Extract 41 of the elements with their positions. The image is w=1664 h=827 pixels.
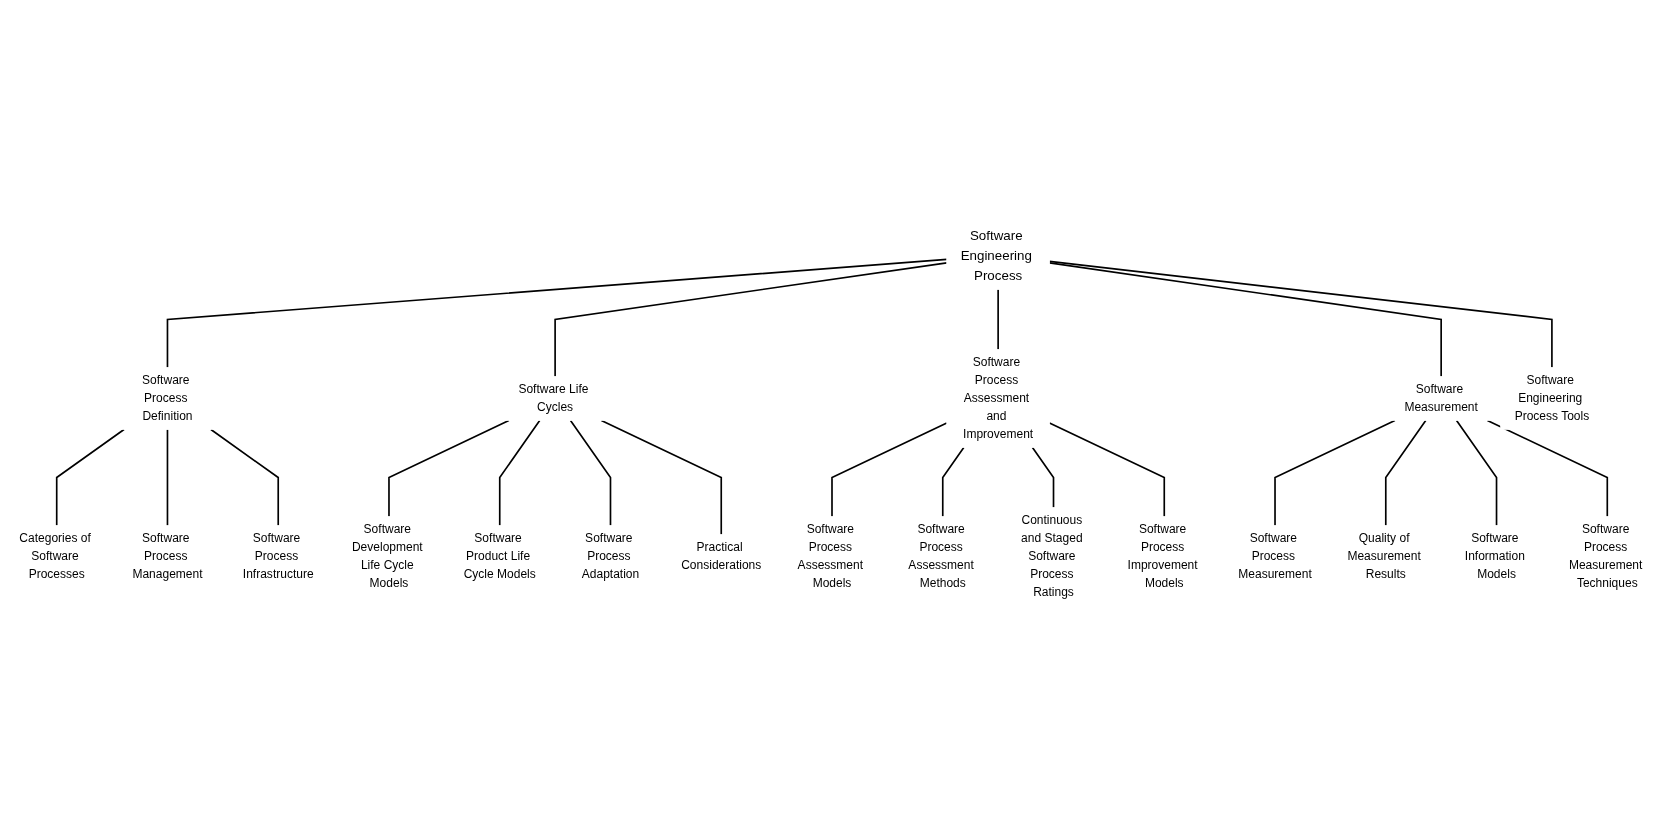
node-text: Software Engineering Process Tools [1514,373,1590,423]
node-text: Software Process Adaptation [581,531,640,581]
node-text: Software Process Assessment and Improvement [963,355,1034,441]
node-text: Software Process Assessment Models [797,522,864,590]
node-text: Software Process Measurement [1238,531,1312,581]
connector [166,428,169,527]
connector [941,446,965,518]
connector [1031,446,1055,509]
node-text: Software Product Life Cycle Models [463,531,536,581]
node-text: Software Measurement [1404,382,1478,414]
connector [1048,422,1166,518]
connector [600,419,723,536]
node-text: Quality of Measurement Results [1347,531,1421,581]
node-text: Software Process Management [132,531,203,581]
connector [831,422,948,518]
node-text: Software Engineering Process [960,228,1032,283]
connector [1455,419,1498,527]
node-text: Categories of Software Processes [19,531,91,581]
connector [498,419,541,527]
node-text: Software Process Assessment Methods [908,522,974,590]
node-text: Continuous and Staged Software Process Ratings [1021,513,1083,599]
connector [1274,419,1396,527]
connector [1048,260,1553,369]
node-text: Software Process Measurement Techniques [1568,522,1643,590]
connector [569,419,612,527]
node-text: Software Process Improvement Models [1127,522,1198,590]
connector [554,261,948,378]
connector [1486,419,1609,518]
node-text: Software Process Infrastructure [242,531,314,581]
connector [166,258,948,369]
connector [1384,419,1427,527]
node-text: Software Life Cycles [518,382,589,414]
connector [997,288,999,351]
connector [210,428,280,527]
connector [55,428,125,527]
node-text: Practical Considerations [681,540,762,572]
connector [1048,261,1442,378]
node-text: Software Development Life Cycle Models [351,522,423,590]
node-text: Software Information Models [1464,531,1525,581]
connector [388,419,510,518]
node-text: Software Process Definition [142,373,193,423]
